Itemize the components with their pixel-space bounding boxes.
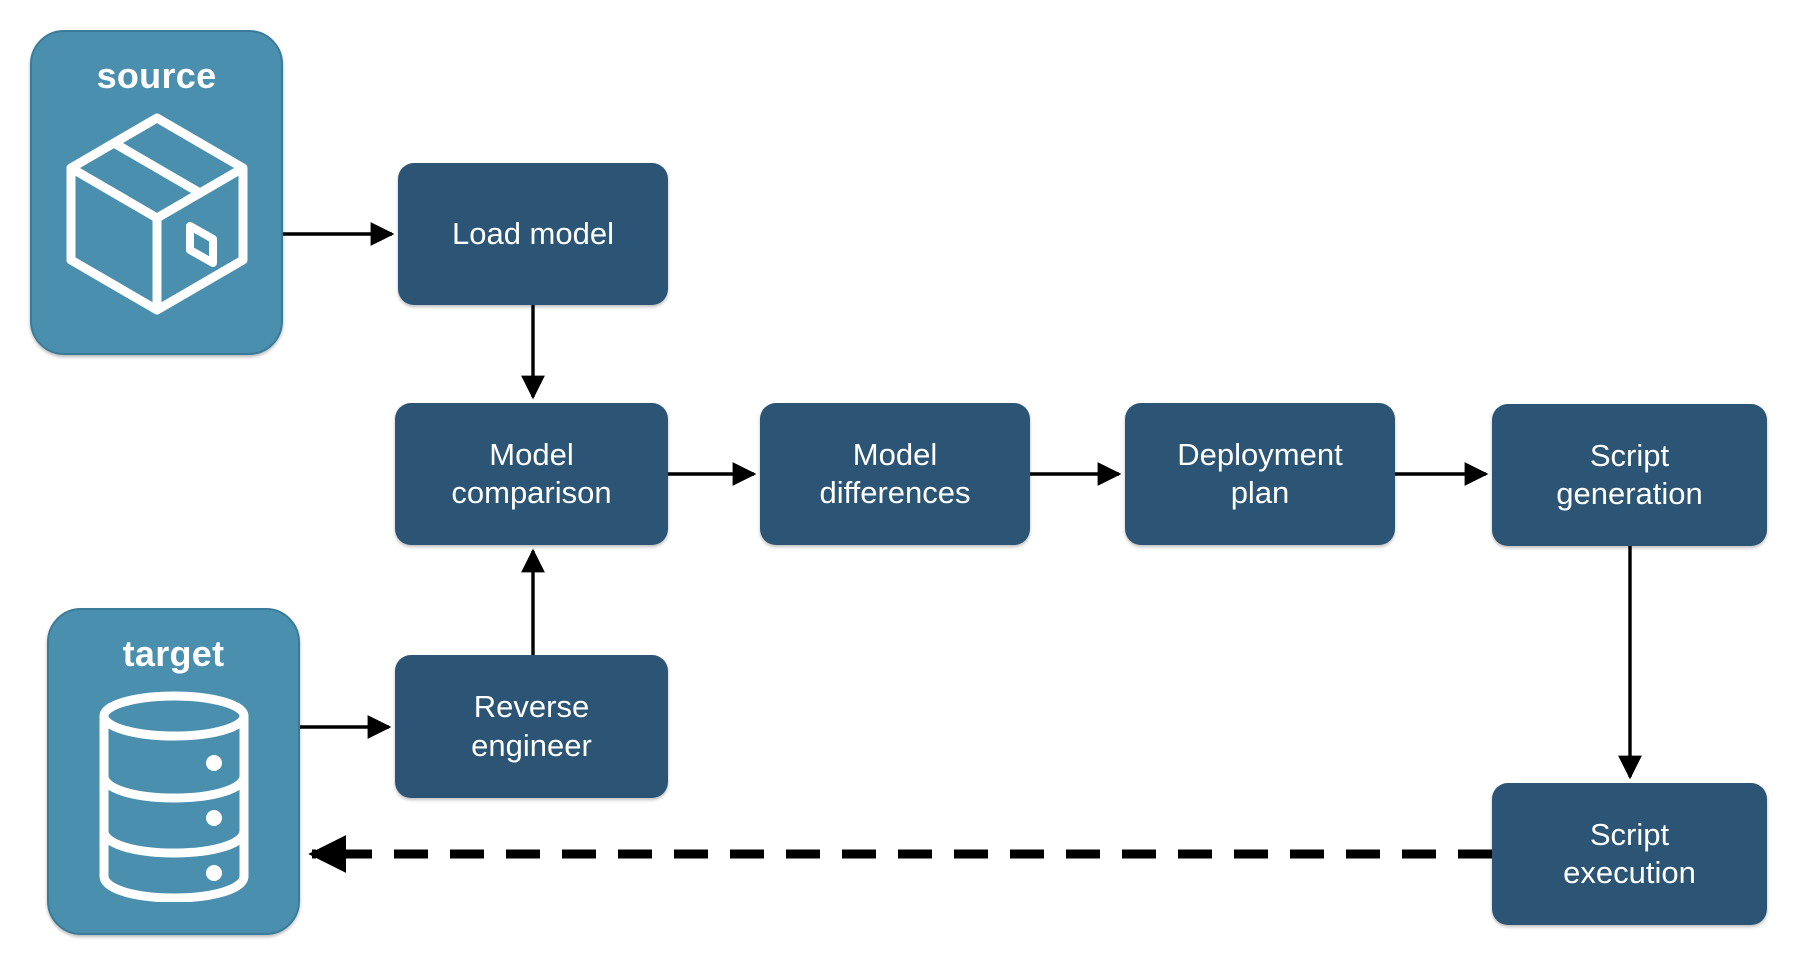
process-model-differences[interactable]: Model differences: [760, 403, 1030, 545]
process-deployment-plan[interactable]: Deployment plan: [1125, 403, 1395, 545]
endpoint-source-label: source: [96, 55, 217, 96]
process-model-comparison[interactable]: Model comparison: [395, 403, 668, 545]
endpoint-target[interactable]: target: [47, 608, 300, 935]
process-script-execution-label: Script execution: [1563, 816, 1696, 890]
process-load-model-label: Load model: [451, 215, 614, 251]
process-model-comparison-label: Model comparison: [451, 436, 612, 510]
process-deployment-plan-label: Deployment plan: [1177, 436, 1343, 510]
process-script-generation-label: Script generation: [1556, 437, 1703, 511]
endpoint-target-label: target: [122, 633, 225, 674]
process-script-generation[interactable]: Script generation: [1492, 404, 1767, 546]
process-load-model[interactable]: Load model: [398, 163, 668, 305]
process-reverse-engineer-label: Reverse engineer: [471, 689, 592, 763]
process-model-differences-label: Model differences: [819, 436, 971, 510]
database-cylinder-icon: [94, 690, 254, 907]
process-reverse-engineer[interactable]: Reverse engineer: [395, 655, 668, 798]
package-box-icon: [57, 108, 257, 325]
process-script-execution[interactable]: Script execution: [1492, 783, 1767, 925]
endpoint-source[interactable]: source: [30, 30, 283, 355]
